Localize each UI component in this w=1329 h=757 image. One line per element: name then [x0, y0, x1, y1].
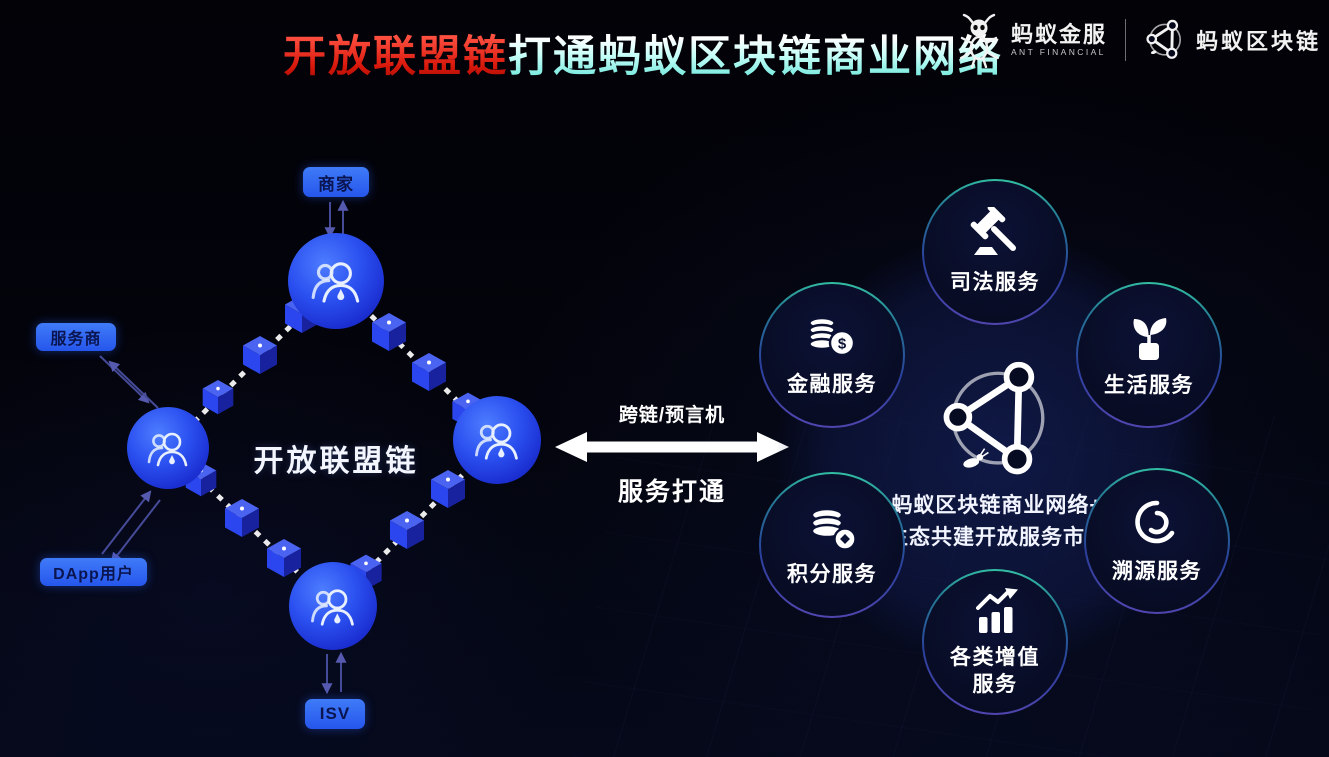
ant-financial-subtitle: ANT FINANCIAL: [1010, 47, 1106, 58]
service-points: 积分服务: [759, 472, 905, 618]
label-isv: ISV: [305, 699, 365, 729]
open-alliance-chain-diagram: 商家 服务商 DApp用户 ISV 开放联盟链: [0, 140, 760, 757]
business-network-diagram: 蚂蚁区块链商业网络+ 生态共建开放服务市场 司法服务: [750, 150, 1329, 757]
ant-mascot-icon: [959, 13, 999, 68]
svg-text:$: $: [838, 336, 847, 353]
service-trace-label: 溯源服务: [1112, 560, 1202, 584]
service-trace: 溯源服务: [1084, 468, 1230, 614]
growth-chart-icon: [976, 587, 1018, 633]
service-finance: $ 金融服务: [759, 282, 905, 428]
label-merchant: 商家: [303, 167, 369, 197]
bridge-top-label: 跨链/预言机: [618, 405, 726, 426]
bridge-bottom-label: 服务打通: [617, 478, 726, 506]
connector-arrows: [99, 199, 349, 695]
bridge-connector: 跨链/预言机 服务打通: [552, 400, 792, 508]
service-points-label: 积分服务: [787, 563, 877, 587]
title-highlight: 开放联盟链: [283, 33, 508, 81]
sprout-icon: [1133, 318, 1167, 361]
alliance-nodes: [127, 233, 541, 650]
service-value-added-line2: 服务: [972, 673, 1018, 696]
alliance-chain-label: 开放联盟链: [253, 445, 419, 478]
blockchain-triangle-icon: [1146, 19, 1181, 59]
label-service-provider: 服务商: [36, 323, 116, 351]
network-triangle-icon: [943, 361, 1045, 475]
service-judicial: 司法服务: [922, 179, 1068, 325]
coin-stack-icon: [810, 508, 857, 552]
ant-blockchain-name: 蚂蚁区块链: [1195, 29, 1321, 54]
logo-divider: [1124, 19, 1126, 61]
title-rest: 打通蚂蚁区块链商业网络: [508, 33, 1003, 81]
service-judicial-label: 司法服务: [950, 271, 1040, 295]
header-logos: 蚂蚁金服 ANT FINANCIAL 蚂蚁区块链: [957, 12, 1321, 68]
network-caption-line2: 生态共建开放服务市场: [887, 525, 1107, 549]
double-arrow-icon: [555, 432, 789, 462]
service-value-added-line1: 各类增值: [950, 645, 1040, 669]
ant-financial-wordmark: 蚂蚁金服 ANT FINANCIAL: [1011, 23, 1107, 57]
gavel-icon: [970, 207, 1016, 256]
label-dapp-user: DApp用户: [40, 558, 147, 586]
ant-financial-name: 蚂蚁金服: [1010, 21, 1107, 47]
service-value-added-label: 各类增值 服务: [950, 644, 1040, 699]
page-title: 开放联盟链打通蚂蚁区块链商业网络: [283, 22, 1003, 84]
alliance-chain-graphic: [99, 199, 541, 695]
service-life-label: 生活服务: [1104, 374, 1194, 398]
service-finance-label: 金融服务: [787, 373, 877, 397]
network-hub: 蚂蚁区块链商业网络+ 生态共建开放服务市场: [872, 358, 1122, 553]
network-caption-line1: 蚂蚁区块链商业网络+: [891, 494, 1103, 517]
network-caption: 蚂蚁区块链商业网络+ 生态共建开放服务市场: [887, 490, 1107, 553]
coins-dollar-icon: $: [808, 317, 856, 357]
ant-silhouette-icon: [963, 448, 989, 468]
service-life: 生活服务: [1076, 282, 1222, 428]
service-value-added: 各类增值 服务: [922, 569, 1068, 715]
trace-spiral-icon: [1135, 501, 1175, 544]
